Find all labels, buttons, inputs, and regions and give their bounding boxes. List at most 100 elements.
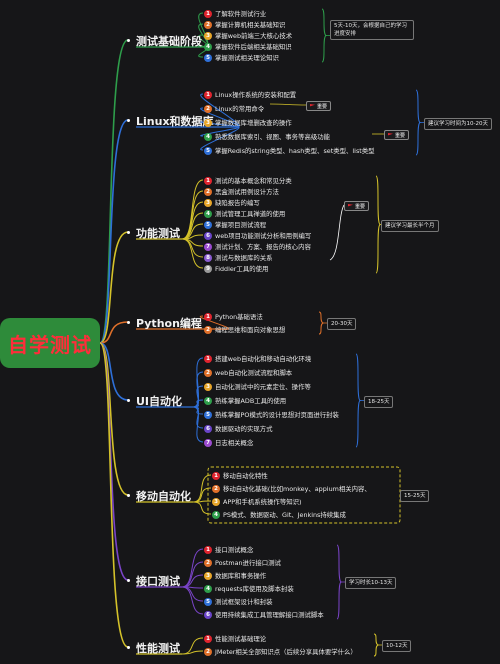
branch-junction-dot bbox=[127, 398, 130, 402]
list-item-label: Linux的常用命令 bbox=[215, 105, 265, 113]
list-item-label: 熟练掌握ADB工具的使用 bbox=[215, 397, 287, 405]
flag-connector bbox=[269, 103, 307, 106]
branch-connector bbox=[99, 119, 129, 344]
priority-9-icon: 9 bbox=[204, 264, 212, 273]
branch-junction-dot bbox=[127, 38, 130, 42]
important-flag: 重要 bbox=[306, 101, 332, 111]
list-item-label: Linux操作系统的安装和配置 bbox=[215, 91, 297, 99]
priority-3-icon: 3 bbox=[204, 198, 212, 207]
duration-note: 学习时长10-13天 bbox=[345, 577, 397, 589]
duration-note: 20-30天 bbox=[327, 318, 357, 330]
branch-title: Python编程 bbox=[136, 317, 202, 330]
list-item-label: 测试计划、方案、报告的核心内容 bbox=[215, 243, 311, 251]
branch-connector bbox=[99, 342, 129, 496]
flag-label: 重要 bbox=[355, 203, 366, 210]
item-connector bbox=[181, 637, 204, 655]
priority-4-icon: 4 bbox=[204, 584, 212, 593]
item-connector bbox=[181, 238, 204, 269]
list-item-label: Postman进行接口测试 bbox=[215, 559, 281, 567]
flag-icon bbox=[310, 104, 315, 107]
priority-1-icon: 1 bbox=[204, 312, 212, 321]
list-item-label: Python基础语法 bbox=[215, 313, 263, 321]
list-item-label: web项目功能测试分析和用例编写 bbox=[215, 232, 312, 240]
priority-2-icon: 2 bbox=[204, 104, 212, 113]
list-item-label: 测试框架设计和封装 bbox=[215, 598, 273, 606]
list-item-label: 数据库和事务操作 bbox=[215, 572, 267, 580]
priority-3-icon: 3 bbox=[204, 571, 212, 580]
branch-title: 测试基础阶段 bbox=[136, 35, 202, 48]
priority-2-icon: 2 bbox=[204, 647, 212, 656]
list-item-label: 黑盒测试用例设计方法 bbox=[215, 188, 279, 196]
bracket bbox=[373, 633, 380, 657]
priority-5-icon: 5 bbox=[204, 146, 212, 155]
list-item-label: 自动化测试中的元素定位、操作等 bbox=[215, 383, 311, 391]
important-flag: 重要 bbox=[344, 201, 370, 211]
list-item-label: 掌握项目测试流程 bbox=[215, 221, 267, 229]
duration-note: 建议学习最长半个月 bbox=[381, 219, 439, 232]
branch-title: 接口测试 bbox=[136, 575, 180, 588]
branch-title: UI自动化 bbox=[136, 395, 183, 408]
flag-icon bbox=[388, 133, 393, 136]
branch-title: 移动自动化 bbox=[136, 490, 191, 503]
list-item-label: 使用持续集成工具管理解接口测试脚本 bbox=[215, 611, 324, 619]
list-item-label: 测试与数据库的关系 bbox=[215, 254, 273, 262]
list-item-label: 掌握web前端三大核心技术 bbox=[215, 32, 293, 40]
list-item-label: 编程思维和面向对象思想 bbox=[215, 326, 286, 334]
priority-1-icon: 1 bbox=[204, 176, 212, 185]
list-item-label: 掌握测试相关理论知识 bbox=[215, 54, 279, 62]
branch-junction-dot bbox=[127, 230, 130, 234]
list-item-label: 接口测试概念 bbox=[215, 546, 254, 554]
priority-1-icon: 1 bbox=[204, 90, 212, 99]
priority-3-icon: 3 bbox=[204, 118, 212, 127]
priority-1-icon: 1 bbox=[204, 634, 212, 643]
branch-connector bbox=[99, 321, 129, 344]
priority-4-icon: 4 bbox=[204, 132, 212, 141]
priority-4-icon: 4 bbox=[204, 396, 212, 405]
priority-2-icon: 2 bbox=[204, 368, 212, 377]
priority-5-icon: 5 bbox=[204, 410, 212, 419]
list-item-label: 搭建web自动化和移动自动化环境 bbox=[215, 355, 312, 363]
list-item-label: 移动自动化特性 bbox=[223, 472, 268, 480]
priority-3-icon: 3 bbox=[204, 31, 212, 40]
branch-junction-dot bbox=[127, 578, 130, 582]
item-connector bbox=[192, 406, 204, 443]
bracket bbox=[336, 544, 343, 620]
bracket bbox=[318, 311, 325, 335]
priority-2-icon: 2 bbox=[204, 187, 212, 196]
list-item-label: 测试的基本概念和常见分类 bbox=[215, 177, 292, 185]
list-item-label: 缺陷报告的编写 bbox=[215, 199, 260, 207]
item-connector bbox=[181, 586, 204, 615]
priority-8-icon: 8 bbox=[204, 253, 212, 262]
list-item-label: 熟练掌握PO模式的设计思想对页面进行封装 bbox=[215, 411, 339, 419]
bracket bbox=[355, 353, 362, 448]
duration-note: 15-25天 bbox=[400, 490, 430, 502]
list-item-label: 性能测试基础理论 bbox=[215, 635, 267, 643]
bracket bbox=[415, 89, 422, 156]
priority-1-icon: 1 bbox=[204, 545, 212, 554]
branch-title: 功能测试 bbox=[136, 227, 180, 240]
list-item-label: 数据驱动的实现方式 bbox=[215, 425, 273, 433]
priority-2-icon: 2 bbox=[204, 20, 212, 29]
